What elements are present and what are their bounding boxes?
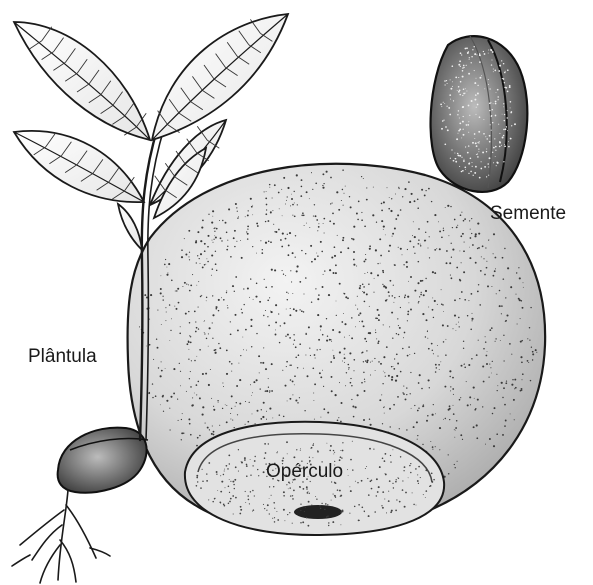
seed <box>431 36 528 192</box>
roots <box>12 490 110 583</box>
label-plantula: Plântula <box>28 347 97 366</box>
germinating-seed <box>58 428 148 493</box>
label-operculo: Opérculo <box>266 462 343 481</box>
label-semente: Semente <box>490 204 566 223</box>
